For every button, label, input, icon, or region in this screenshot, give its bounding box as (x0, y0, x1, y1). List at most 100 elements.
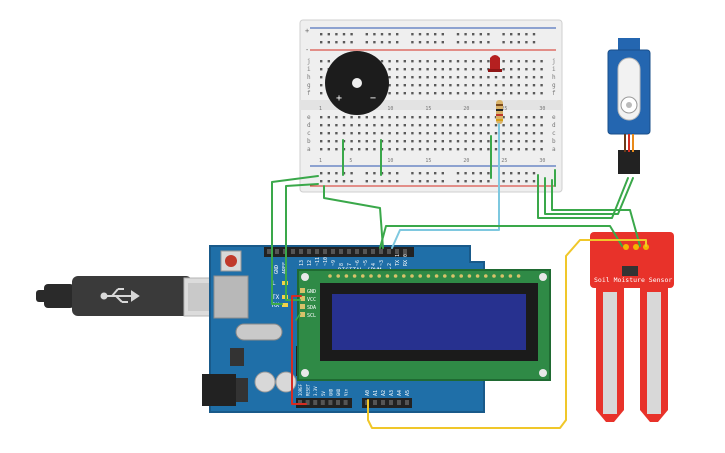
column-number: 10 (387, 106, 393, 112)
capacitor (254, 371, 276, 393)
lcd-pin-label: SCL (307, 313, 316, 319)
analog-pin-label: A0 (365, 390, 371, 396)
tx-label: TX (272, 294, 280, 301)
power-pin-label: GND (336, 388, 341, 396)
column-number: 20 (463, 158, 469, 164)
row-letter: j (552, 58, 556, 65)
analog-pin-label: A1 (373, 390, 379, 396)
wire-green-servo-2 (544, 177, 634, 215)
analog-pin-label: A3 (389, 390, 395, 396)
resistor (496, 100, 503, 124)
digital-pin-label: ~6 (355, 260, 361, 266)
digital-pin-label: RX 0 (403, 254, 409, 266)
row-letter: j (307, 58, 311, 65)
row-letter: b (307, 138, 311, 145)
rail-minus-label: - (305, 46, 309, 54)
column-number: 5 (349, 158, 352, 164)
digital-pin-label: 7 (347, 263, 353, 266)
soil-moisture-sensor: Soil Moisture Sensor (590, 232, 674, 422)
column-number: 15 (425, 106, 431, 112)
wire-green-servo-1 (537, 174, 629, 219)
digital-pin-label: ~10 (323, 257, 329, 266)
row-letter: f (307, 90, 311, 97)
digital-pin-label: 4 (371, 263, 377, 266)
red-led (488, 55, 502, 72)
row-letter: a (552, 146, 556, 153)
crystal (235, 323, 283, 341)
row-letter: a (307, 146, 311, 153)
wire-cyan-resistor (391, 123, 500, 249)
column-number: 25 (501, 158, 507, 164)
wire-green-gnd-rail (271, 175, 319, 305)
digital-header (264, 247, 414, 257)
row-letter: d (552, 122, 556, 129)
row-letter: e (307, 114, 311, 121)
rx-label: RX (272, 302, 280, 309)
piezo-buzzer: + − (325, 51, 389, 115)
row-letter: f (552, 90, 556, 97)
row-letter: c (307, 130, 311, 137)
led-rx (282, 303, 288, 307)
column-number: 1 (319, 158, 322, 164)
column-number: 30 (539, 106, 545, 112)
voltage-regulator (230, 348, 244, 366)
digital-pin-label: ~9 (331, 260, 337, 266)
wire-green-scl (295, 313, 301, 321)
digital-pin-label: TX 1 (395, 254, 401, 266)
digital-pin-label: ~3 (379, 260, 385, 266)
gnd-label: GND (274, 265, 280, 274)
row-letter: h (307, 74, 311, 81)
power-pin-label: RESET (306, 383, 311, 396)
column-number: 15 (425, 158, 431, 164)
digital-pin-label: 12 (307, 260, 313, 266)
reset-button[interactable] (220, 250, 242, 272)
lcd-screen (332, 294, 526, 350)
lcd-pin-label: SDA (307, 305, 316, 311)
wires (271, 123, 647, 429)
digital-pin-label: 2 (387, 263, 393, 266)
row-letter: h (552, 74, 556, 81)
row-letter: i (552, 66, 556, 73)
power-pin-label: 5V (321, 391, 326, 396)
column-number: 1 (319, 106, 322, 112)
analog-pin-label: A2 (381, 390, 387, 396)
row-letter: e (552, 114, 556, 121)
rail-plus-label: + (305, 27, 309, 35)
row-letter: i (307, 66, 311, 73)
power-pin-label: IOREF (298, 383, 303, 396)
column-number: 30 (539, 158, 545, 164)
row-letter: g (307, 82, 311, 89)
analog-pin-label: A5 (405, 390, 411, 396)
digital-pin-label: ~5 (363, 260, 369, 266)
power-pin-label: Vin (344, 388, 349, 396)
power-jack (202, 374, 236, 406)
digital-pin-label: ~11 (315, 257, 321, 266)
servo-motor (607, 38, 651, 174)
usb-icon (100, 288, 140, 303)
column-number: 20 (463, 106, 469, 112)
buzzer-plus-label: + (336, 93, 342, 104)
row-letter: d (307, 122, 311, 129)
row-letter: c (552, 130, 556, 137)
power-pin-label: 3.3V (313, 386, 318, 396)
wire-green-pin-a (323, 185, 384, 249)
digital-pin-label: 8 (339, 263, 345, 266)
column-number: 10 (387, 158, 393, 164)
lcd-pin-label: GND (307, 289, 316, 295)
power-pin-label: GND (328, 388, 333, 396)
buzzer-minus-label: − (370, 93, 376, 104)
wire-green-sensor (551, 179, 641, 247)
row-letter: g (552, 82, 556, 89)
soil-sensor-label: Soil Moisture Sensor (594, 276, 672, 284)
wire-green-pin-b (379, 225, 623, 249)
wire-red-vcc (291, 295, 307, 405)
analog-pin-label: A4 (397, 390, 403, 396)
row-letter: b (552, 138, 556, 145)
